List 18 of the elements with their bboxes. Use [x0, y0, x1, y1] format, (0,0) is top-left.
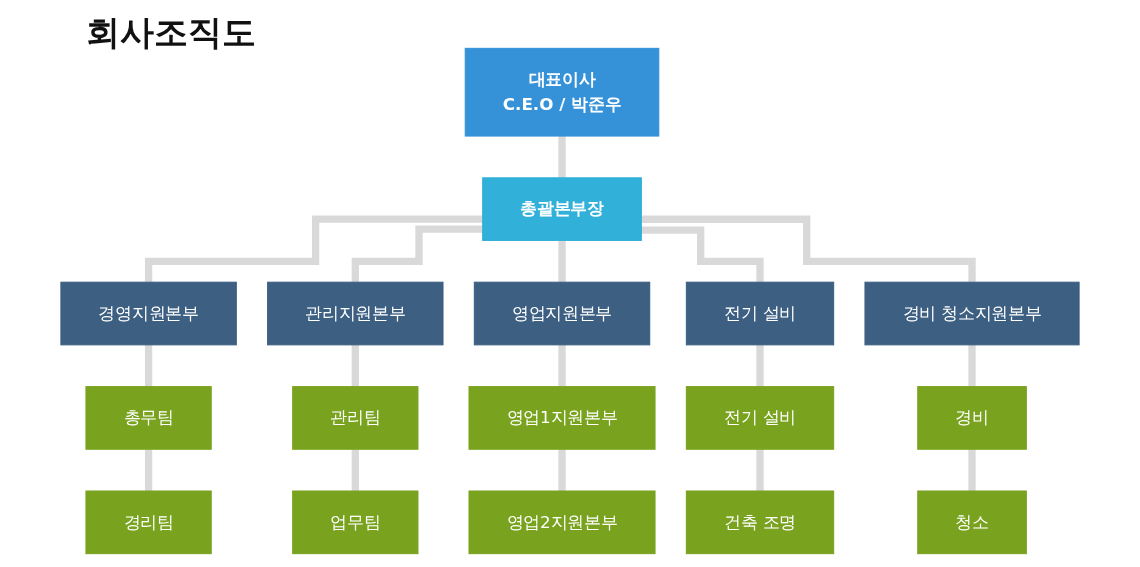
node-box: 영업지원본부 [473, 281, 651, 346]
node-box: 총무팀 [85, 386, 212, 450]
node-box: 업무팀 [292, 490, 419, 555]
node-box: 경비 청소지원본부 [864, 281, 1080, 346]
node-box: 대표이사 C.E.O / 박준우 [464, 47, 660, 137]
node-box: 전기 설비 [685, 386, 835, 450]
node-box: 영업2지원본부 [468, 490, 656, 555]
node-box: 청소 [917, 490, 1027, 555]
node-box: 관리지원본부 [267, 281, 444, 346]
node-box: 총괄본부장 [482, 177, 642, 241]
node-box: 관리팀 [292, 386, 419, 450]
node-box: 건축 조명 [685, 490, 835, 555]
node-box: 전기 설비 [685, 281, 835, 346]
node-box: 경비 [917, 386, 1027, 450]
node-box: 경리팀 [85, 490, 212, 555]
node-box: 영업1지원본부 [468, 386, 656, 450]
node-box: 경영지원본부 [60, 281, 237, 346]
chart-title: 회사조직도 [86, 11, 256, 54]
